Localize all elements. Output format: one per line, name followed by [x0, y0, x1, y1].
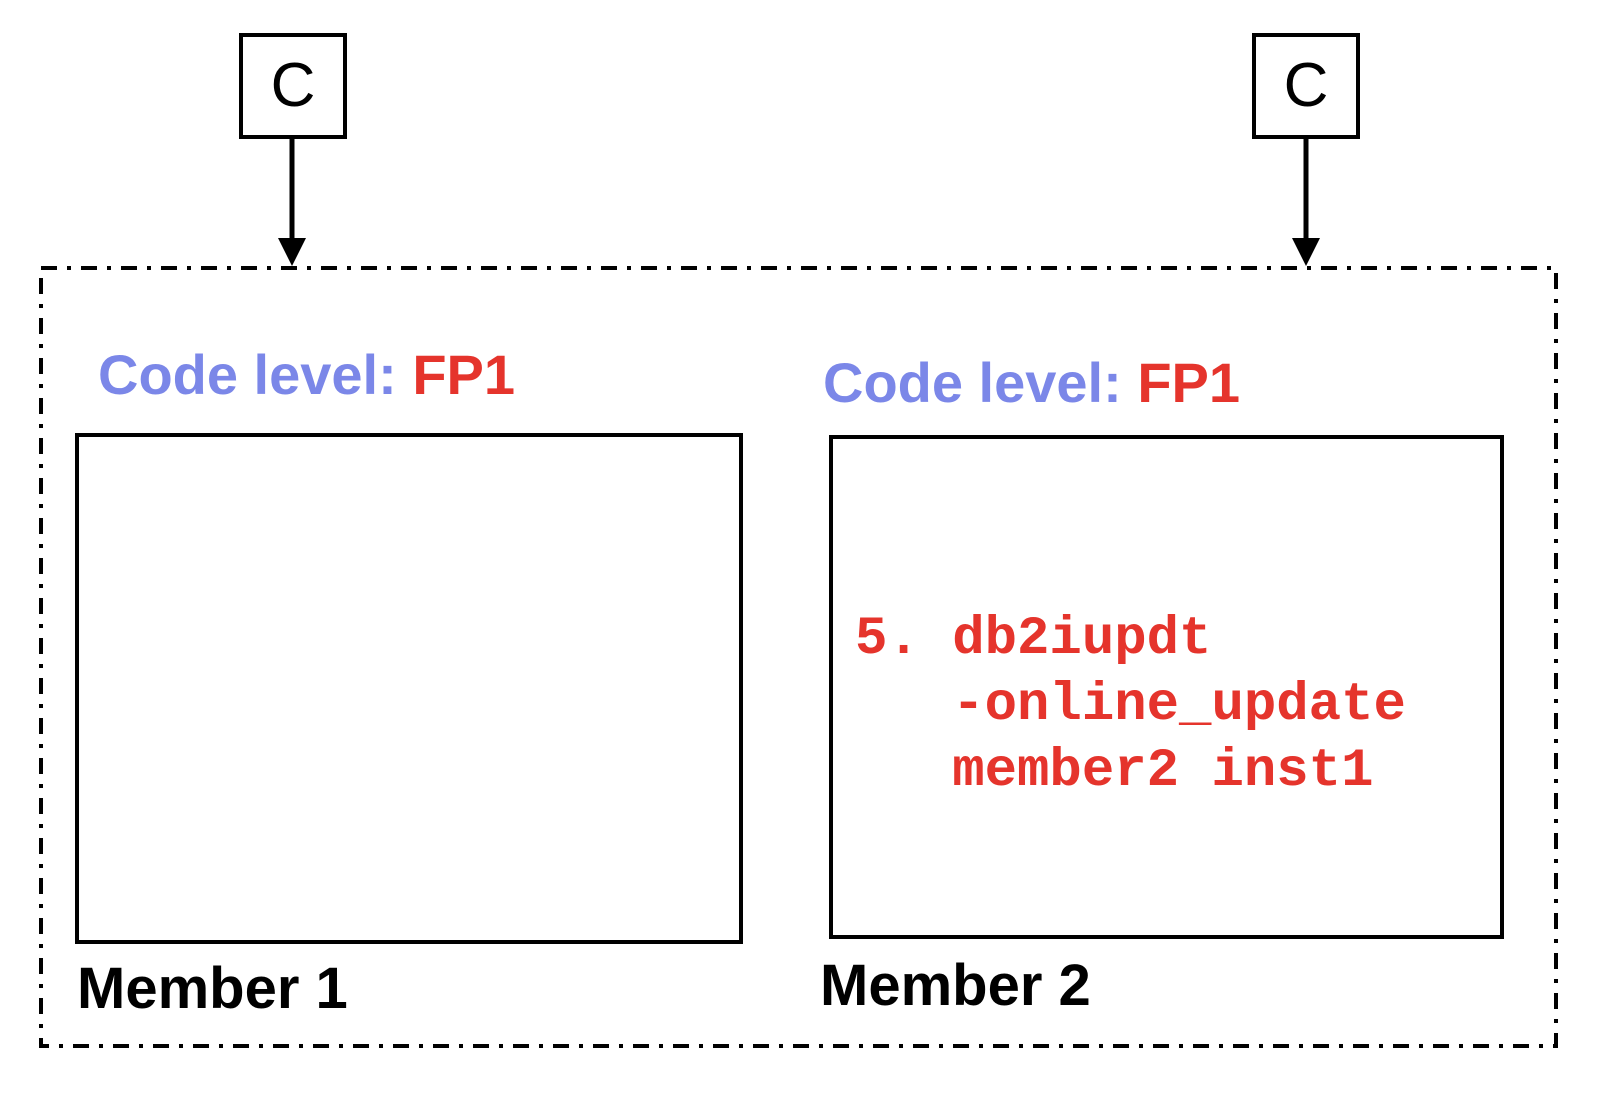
member-2-update-command: 5. db2iupdt -online_update member2 inst1: [855, 609, 1406, 802]
member-2-code-level-value: FP1: [1137, 351, 1241, 414]
client-node-right-label: C: [1283, 51, 1329, 120]
client-node-right: C: [1252, 33, 1360, 139]
client-node-left: C: [239, 33, 347, 139]
member-1-code-level: Code level: FP1: [98, 344, 515, 406]
member-2-box: 5. db2iupdt -online_update member2 inst1: [829, 435, 1504, 939]
arrow-down-right-icon: [1292, 137, 1320, 266]
member-1-code-level-value: FP1: [412, 343, 516, 406]
member-2-code-level: Code level: FP1: [823, 352, 1240, 414]
member-2-name: Member 2: [820, 953, 1091, 1018]
member-1-box: [75, 433, 743, 944]
arrow-down-left-icon: [278, 137, 306, 266]
member-1-code-level-label: Code level:: [98, 343, 397, 406]
member-2-code-level-label: Code level:: [823, 351, 1122, 414]
client-node-left-label: C: [270, 51, 316, 120]
member-1-name: Member 1: [77, 956, 348, 1021]
